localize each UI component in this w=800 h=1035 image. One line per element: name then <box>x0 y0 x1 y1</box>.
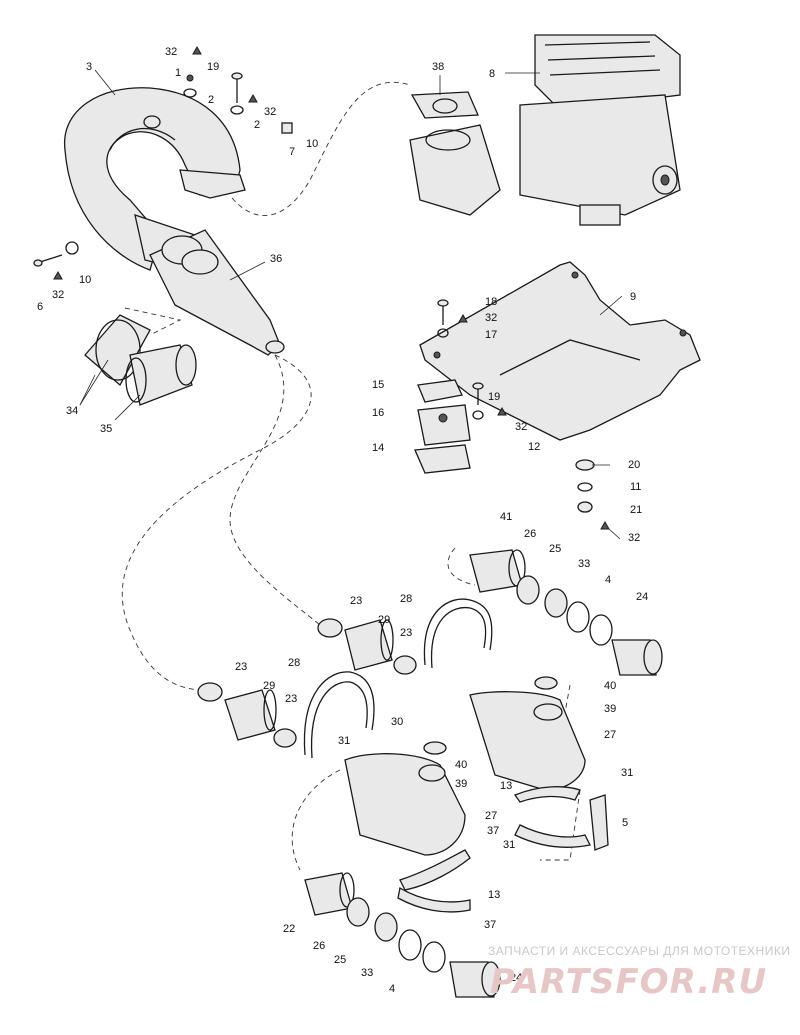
clamp-assembly <box>84 314 151 387</box>
callout-14: 14 <box>372 442 384 454</box>
callout-2: 2 <box>208 94 214 106</box>
callout-10: 10 <box>79 274 91 286</box>
assembly-line <box>447 547 476 586</box>
callout-5: 5 <box>622 817 628 829</box>
callout-8: 8 <box>489 68 495 80</box>
callout-26: 26 <box>524 528 536 540</box>
assembly-line <box>124 307 182 336</box>
callout-37: 37 <box>484 919 496 931</box>
callout-labels: 32 1 2 3 19 32 2 7 10 38 8 36 10 32 6 9 … <box>37 46 648 995</box>
callout-34: 34 <box>66 405 78 417</box>
callout-29: 29 <box>263 680 275 692</box>
callout-32: 32 <box>165 46 177 58</box>
exhaust-manifold <box>64 87 246 271</box>
callout-2: 2 <box>254 119 260 131</box>
watermark-tagline: ЗАПЧАСТИ И АКСЕССУАРЫ ДЛЯ МОТОТЕХНИКИ <box>488 944 790 958</box>
hardware-set <box>33 45 610 530</box>
callout-40: 40 <box>455 759 467 771</box>
rubber-sleeve <box>125 344 197 406</box>
callout-41: 41 <box>500 511 512 523</box>
callout-6: 6 <box>37 301 43 313</box>
callout-32: 32 <box>52 289 64 301</box>
callout-10: 10 <box>306 138 318 150</box>
callout-33: 33 <box>578 558 590 570</box>
callout-20: 20 <box>628 459 640 471</box>
callout-15: 15 <box>372 379 384 391</box>
callout-31: 31 <box>503 839 515 851</box>
hose-lower <box>224 689 277 741</box>
hose-clamps <box>197 618 417 748</box>
muffler-upper <box>469 676 586 791</box>
head-gasket <box>410 91 479 119</box>
assembly-line <box>121 354 312 691</box>
strap-bracket-upper <box>423 598 493 669</box>
exhaust-outlet <box>409 124 501 216</box>
callout-11: 11 <box>630 481 641 493</box>
callout-31: 31 <box>338 735 350 747</box>
callout-27: 27 <box>485 810 497 822</box>
callout-1: 1 <box>175 67 181 79</box>
callout-9: 9 <box>630 291 636 303</box>
callout-23: 23 <box>285 693 297 705</box>
callout-12: 12 <box>528 441 540 453</box>
callout-39: 39 <box>604 703 616 715</box>
callout-4: 4 <box>605 574 611 586</box>
callout-30: 30 <box>391 716 403 728</box>
callout-4: 4 <box>389 983 395 995</box>
callout-39: 39 <box>455 778 467 790</box>
callout-25: 25 <box>549 543 561 555</box>
lower-tailpipe-group <box>304 872 501 998</box>
callout-19: 19 <box>207 61 219 73</box>
assembly-line <box>231 81 411 217</box>
engine-support-bracket <box>419 261 701 441</box>
muffler-straps <box>397 786 609 913</box>
callout-22: 22 <box>283 923 295 935</box>
assembly-line <box>540 789 581 861</box>
callout-26: 26 <box>313 940 325 952</box>
muffler-lower <box>344 741 466 856</box>
callout-16: 16 <box>372 407 384 419</box>
callout-32: 32 <box>628 532 640 544</box>
callout-23: 23 <box>235 661 247 673</box>
exhaust-pipe <box>149 229 285 356</box>
callout-23: 23 <box>400 627 412 639</box>
callout-18: 18 <box>485 296 497 308</box>
callout-27: 27 <box>604 729 616 741</box>
upper-tailpipe-group <box>469 549 663 676</box>
hose-upper <box>344 619 394 671</box>
callout-28: 28 <box>400 593 412 605</box>
callout-21: 21 <box>630 504 642 516</box>
callout-38: 38 <box>432 61 444 73</box>
callout-33: 33 <box>361 967 373 979</box>
engine-block <box>519 34 681 226</box>
callout-24: 24 <box>636 591 648 603</box>
callout-23: 23 <box>350 595 362 607</box>
callout-29: 29 <box>378 614 390 626</box>
callout-32: 32 <box>485 312 497 324</box>
strap-bracket-lower <box>303 671 375 759</box>
callout-37: 37 <box>487 825 499 837</box>
callout-3: 3 <box>86 61 92 73</box>
callout-36: 36 <box>270 253 282 265</box>
callout-24: 24 <box>510 972 522 984</box>
callout-17: 17 <box>485 329 497 341</box>
callout-28: 28 <box>288 657 300 669</box>
rubber-mount <box>414 379 471 474</box>
callout-19: 19 <box>488 391 500 403</box>
leader-lines <box>79 69 623 540</box>
callout-32: 32 <box>264 106 276 118</box>
callout-40: 40 <box>604 680 616 692</box>
callout-32: 32 <box>515 421 527 433</box>
assembly-line <box>229 354 321 626</box>
callout-35: 35 <box>100 423 112 435</box>
watermark-logo: PARTSFOR.RU <box>490 962 767 1002</box>
callout-13: 13 <box>500 780 512 792</box>
callout-25: 25 <box>334 954 346 966</box>
assembly-line <box>291 769 341 871</box>
callout-13: 13 <box>488 889 500 901</box>
callout-7: 7 <box>289 146 295 158</box>
callout-31: 31 <box>621 767 633 779</box>
